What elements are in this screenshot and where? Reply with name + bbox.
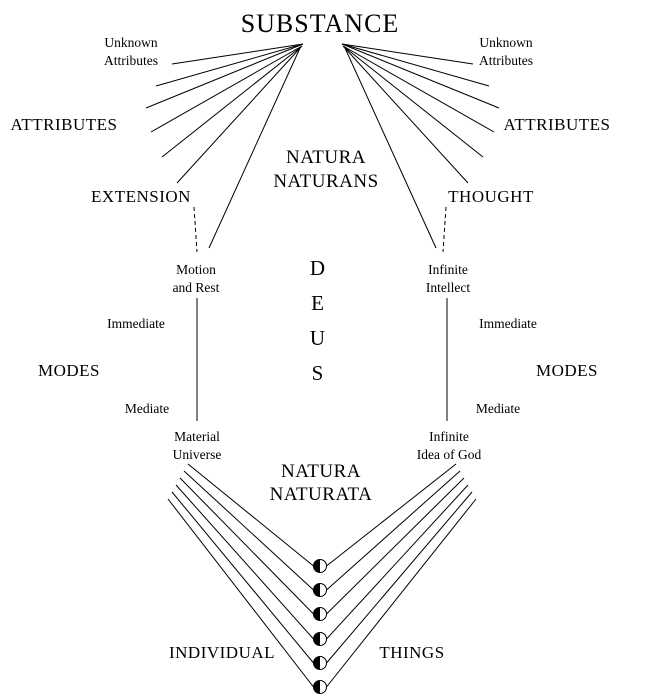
natura-naturans-line1: NATURA — [286, 147, 366, 168]
convergence-line-left — [187, 463, 314, 567]
fan-line-left — [145, 43, 304, 109]
natura-naturata-line2: NATURATA — [270, 484, 373, 505]
convergence-line-right — [326, 463, 457, 567]
convergence-line-left — [183, 470, 314, 591]
attributes-label-left: ATTRIBUTES — [11, 115, 118, 134]
deus-letter-d: D — [310, 256, 326, 280]
convergence-line-left — [167, 498, 314, 688]
modes-label-left: MODES — [38, 361, 100, 380]
attribute-fan-right — [341, 43, 500, 249]
mediate-label-right: Mediate — [476, 401, 520, 416]
infinite-idea-of-god-line2: Idea of God — [417, 447, 482, 462]
natura-naturata-line1: NATURA — [281, 461, 361, 482]
individual-thing-symbol — [313, 559, 327, 573]
motion-and-rest-line2: and Rest — [173, 280, 220, 295]
unknown-attributes-left-line2: Attributes — [104, 53, 158, 68]
convergence-fan-left — [167, 463, 314, 688]
individual-label: INDIVIDUAL — [169, 643, 275, 662]
convergence-fan-right — [326, 463, 477, 688]
individual-thing-symbols — [313, 559, 327, 694]
dashed-link-thought-to-intellect — [442, 206, 447, 253]
substance-label: SUBSTANCE — [241, 9, 400, 38]
dashed-link-extension-to-motion — [193, 206, 198, 253]
infinite-intellect-line1: Infinite — [428, 262, 468, 277]
attributes-label-right: ATTRIBUTES — [504, 115, 611, 134]
convergence-line-left — [175, 484, 314, 640]
deus-letter-u: U — [310, 326, 326, 350]
attribute-fan-left — [145, 43, 304, 249]
fan-line-right — [343, 46, 469, 184]
convergence-line-left — [171, 491, 314, 664]
extension-label: EXTENSION — [91, 187, 191, 206]
fan-line-right — [341, 43, 490, 87]
unknown-attributes-left-line1: Unknown — [104, 35, 157, 50]
fan-line-left — [208, 47, 301, 249]
fan-line-right — [341, 43, 474, 65]
immediate-label-left: Immediate — [107, 316, 165, 331]
immediate-label-right: Immediate — [479, 316, 537, 331]
fan-line-right — [342, 45, 484, 158]
convergence-line-right — [326, 470, 461, 591]
infinite-intellect-line2: Intellect — [426, 280, 470, 295]
things-label: THINGS — [379, 643, 444, 662]
fan-line-right — [341, 43, 500, 109]
individual-thing-symbol — [313, 680, 327, 694]
convergence-line-left — [179, 477, 314, 615]
individual-thing-symbol — [313, 656, 327, 670]
fan-line-left — [171, 43, 304, 65]
unknown-attributes-right-line1: Unknown — [479, 35, 532, 50]
thought-label: THOUGHT — [448, 187, 534, 206]
fan-line-right — [342, 45, 495, 133]
material-universe-line2: Universe — [173, 447, 222, 462]
individual-thing-symbol — [313, 583, 327, 597]
mediate-label-left: Mediate — [125, 401, 169, 416]
fan-line-left — [150, 45, 303, 133]
fan-line-left — [155, 43, 304, 87]
deus-label: D E U S — [310, 256, 326, 385]
modes-label-right: MODES — [536, 361, 598, 380]
natura-naturans-line2: NATURANS — [273, 171, 378, 192]
unknown-attributes-right-line2: Attributes — [479, 53, 533, 68]
fan-line-left — [161, 45, 303, 158]
convergence-line-right — [326, 498, 477, 688]
deus-letter-s: S — [312, 361, 325, 385]
individual-thing-symbol — [313, 632, 327, 646]
motion-and-rest-line1: Motion — [176, 262, 216, 277]
convergence-line-right — [326, 484, 469, 640]
fan-line-left — [176, 46, 302, 184]
convergence-line-right — [326, 477, 465, 615]
fan-line-right — [344, 47, 437, 249]
infinite-idea-of-god-line1: Infinite — [429, 429, 469, 444]
material-universe-line1: Material — [174, 429, 220, 444]
individual-thing-symbol — [313, 607, 327, 621]
convergence-line-right — [326, 491, 473, 664]
deus-letter-e: E — [311, 291, 325, 315]
